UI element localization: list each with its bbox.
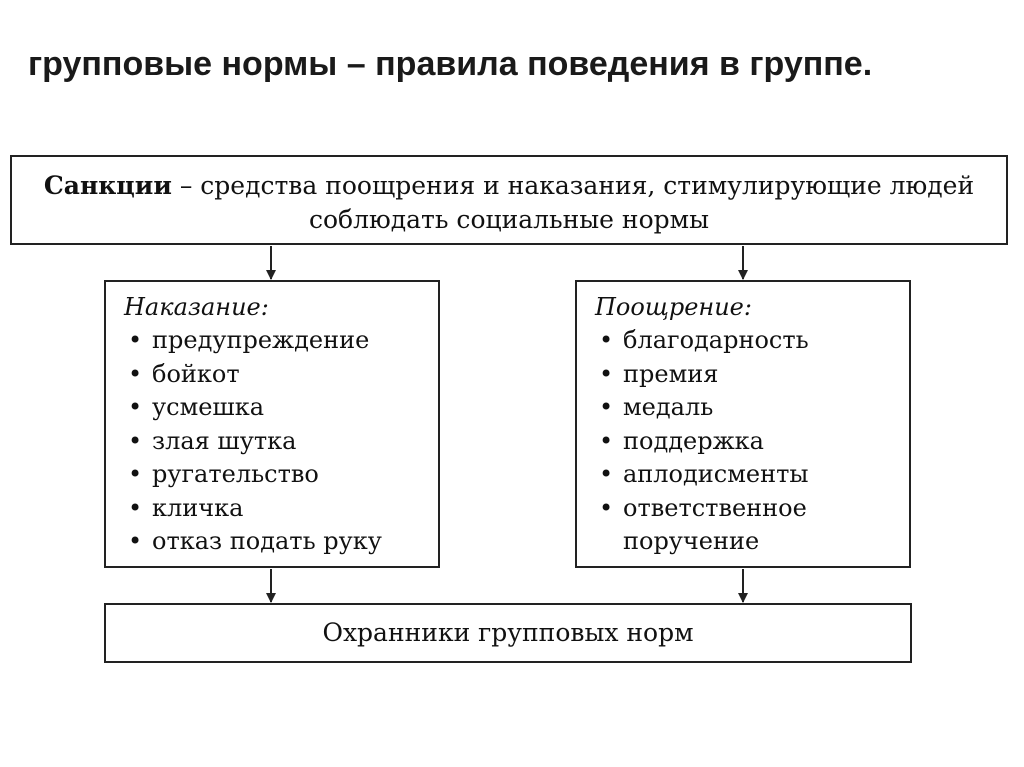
guardians-box: Охранники групповых норм	[104, 603, 912, 663]
list-item: ругательство	[124, 458, 438, 492]
list-item: медаль	[595, 391, 909, 425]
list-item: отказ подать руку	[124, 525, 438, 559]
list-item: ответственное поручение	[595, 492, 909, 559]
guardians-label: Охранники групповых норм	[322, 618, 694, 647]
punishment-list: предупреждение бойкот усмешка злая шутка…	[124, 324, 438, 559]
sanctions-definition: – средства поощрения и наказания, стимул…	[171, 171, 975, 234]
sanctions-box: Санкции – средства поощрения и наказания…	[10, 155, 1008, 245]
sanctions-term: Санкции	[43, 171, 172, 200]
list-item: усмешка	[124, 391, 438, 425]
punishment-box: Наказание: предупреждение бойкот усмешка…	[104, 280, 440, 568]
list-item: аплодисменты	[595, 458, 909, 492]
reward-list: благодарность премия медаль поддержка ап…	[595, 324, 909, 559]
list-item: предупреждение	[124, 324, 438, 358]
reward-heading: Поощрение:	[595, 293, 752, 321]
slide-title: групповые нормы – правила поведения в гр…	[28, 45, 873, 83]
list-item: злая шутка	[124, 425, 438, 459]
list-item: благодарность	[595, 324, 909, 358]
list-item: премия	[595, 358, 909, 392]
list-item: поддержка	[595, 425, 909, 459]
punishment-heading: Наказание:	[124, 293, 269, 321]
reward-box: Поощрение: благодарность премия медаль п…	[575, 280, 911, 568]
list-item: кличка	[124, 492, 438, 526]
list-item: бойкот	[124, 358, 438, 392]
